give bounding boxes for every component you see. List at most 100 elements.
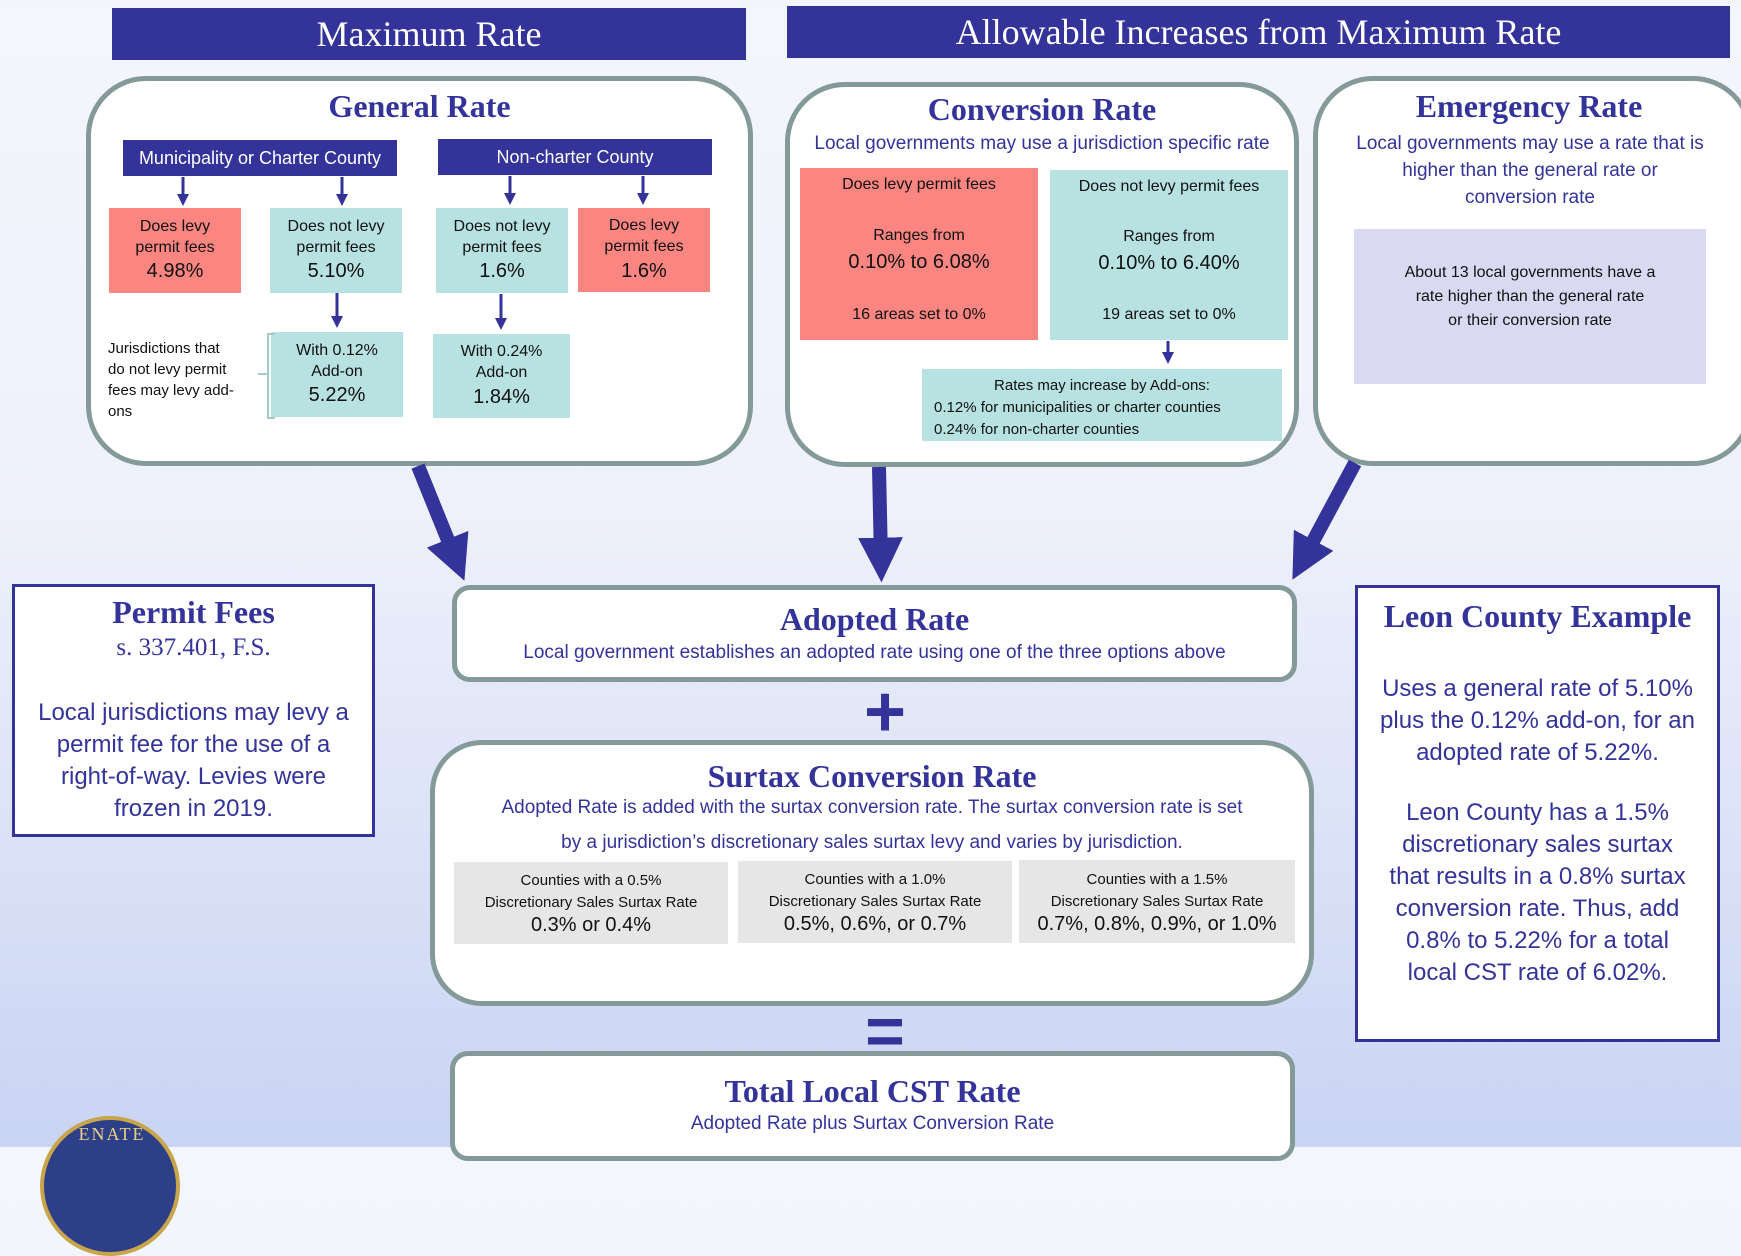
general-rate-title: General Rate: [328, 88, 511, 124]
adopted-rate-subtitle: Local government establishes an adopted …: [523, 642, 1226, 663]
cell-header: Does levy permit fees: [842, 176, 996, 193]
leon-county-para2: Leon County has a 1.5% discretionary sal…: [1355, 797, 1720, 989]
total-cst-subtitle: Adopted Rate plus Surtax Conversion Rate: [690, 1113, 1055, 1134]
cell-values: 0.7%, 0.8%, 0.9%, or 1.0%: [1037, 912, 1277, 935]
noncharter-header: Non-charter County: [438, 139, 712, 175]
cell-rate: 1.6%: [621, 259, 667, 282]
para-line: conversion rate. Thus, add: [1395, 895, 1680, 922]
surtax-cell-15: Counties with a 1.5% Discretionary Sales…: [1019, 860, 1295, 943]
cell-line: Discretionary Sales Surtax Rate: [1050, 892, 1264, 910]
cell-range: Ranges from 0.10% to 6.40%: [1098, 226, 1239, 276]
conversion-rate-subtitle: Local governments may use a jurisdiction…: [814, 133, 1270, 154]
cell-rate: 1.6%: [479, 260, 525, 283]
maximum-rate-banner: Maximum Rate: [112, 8, 746, 60]
emergency-note-cell: About 13 local governments have a rate h…: [1354, 229, 1706, 384]
permit-fees-title: Permit Fees: [112, 594, 275, 630]
para-line: Leon County has a 1.5%: [1406, 799, 1669, 826]
conversion-nolevy-cell: Does not levy permit fees Ranges from 0.…: [1050, 170, 1288, 340]
big-arrow-general: [411, 463, 469, 581]
noncharter-levy-cell: Does levy permit fees 1.6%: [578, 208, 710, 292]
municipality-header: Municipality or Charter County: [123, 140, 397, 176]
cell-line: With 0.12%: [296, 341, 378, 359]
addons-line: 0.12% for municipalities or charter coun…: [934, 399, 1221, 416]
surtax-cell-10: Counties with a 1.0% Discretionary Sales…: [738, 861, 1012, 943]
body-line: permit fee for the use of a: [56, 731, 331, 758]
noncharter-addon-cell: With 0.24% Add-on 1.84%: [433, 334, 570, 418]
para-line: adopted rate of 5.22%.: [1416, 739, 1659, 766]
allowable-increases-banner: Allowable Increases from Maximum Rate: [787, 6, 1730, 58]
para-line: discretionary sales surtax: [1402, 831, 1673, 858]
para-line: 0.8% to 5.22% for a total: [1406, 927, 1669, 954]
addons-line: 0.24% for non-charter counties: [934, 421, 1140, 438]
note-line: or their conversion rate: [1448, 312, 1612, 329]
cell-header: Does not levy permit fees: [1078, 178, 1260, 195]
note-line: rate higher than the general rate: [1415, 288, 1645, 305]
total-cst-title: Total Local CST Rate: [724, 1073, 1021, 1109]
note-line: ons: [108, 403, 133, 420]
range-value: 0.10% to 6.40%: [1098, 251, 1240, 274]
cell-line: Does not levy: [287, 217, 385, 235]
cell-line: permit fees: [296, 238, 376, 256]
permit-fees-box: [12, 584, 375, 837]
cell-line: Discretionary Sales Surtax Rate: [484, 894, 698, 911]
cell-values: 0.3% or 0.4%: [530, 914, 652, 936]
addons-heading: Rates may increase by Add-ons:: [994, 377, 1210, 394]
cell-values: 0.5%, 0.6%, or 0.7%: [783, 913, 967, 935]
muni-levy-cell: Does levy permit fees 4.98%: [109, 208, 241, 293]
conversion-rate-title: Conversion Rate: [927, 91, 1157, 127]
adopted-rate-box: [452, 585, 1297, 682]
para-line: that results in a 0.8% surtax: [1389, 863, 1686, 890]
range-label: Ranges from: [873, 227, 965, 245]
permit-fees-statute: s. 337.401, F.S.: [116, 634, 271, 661]
muni-addon-cell: With 0.12% Add-on 5.22%: [271, 332, 403, 417]
body-line: right-of-way. Levies were: [61, 763, 326, 790]
note-line: do not levy permit: [108, 361, 227, 378]
cell-line: Does levy: [608, 217, 680, 235]
leon-county-title: Leon County Example: [1383, 598, 1692, 634]
note-line: Jurisdictions that: [108, 340, 220, 357]
para-line: Uses a general rate of 5.10%: [1382, 675, 1693, 702]
cell-rate: 5.22%: [308, 384, 366, 407]
connector-arrows: [177, 176, 1362, 583]
surtax-conversion-line1: Adopted Rate is added with the surtax co…: [501, 797, 1243, 818]
cell-zero-count: 19 areas set to 0%: [1102, 306, 1236, 324]
cell-rate: 1.84%: [473, 385, 530, 408]
cell-line: permit fees: [604, 238, 684, 255]
big-arrow-emergency: [1292, 459, 1362, 580]
muni-nolevy-cell: Does not levy permit fees 5.10%: [270, 208, 402, 293]
senate-seal-text: ENATE: [78, 1124, 146, 1144]
emergency-rate-title: Emergency Rate: [1415, 88, 1643, 124]
leon-county-box: [1355, 585, 1720, 1042]
range-value: 0.10% to 6.08%: [848, 250, 990, 273]
cell-rate: 5.10%: [307, 260, 365, 283]
cell-rate: 4.98%: [146, 260, 204, 283]
big-arrow-conversion: [858, 466, 903, 583]
permit-fees-body: Local jurisdictions may levy a permit fe…: [12, 697, 375, 825]
cell-line: Counties with a 1.5%: [1086, 870, 1228, 888]
addon-note: Jurisdictions that do not levy permit fe…: [108, 338, 258, 422]
para-line: plus the 0.12% add-on, for an: [1380, 707, 1695, 734]
subtitle-line: conversion rate: [1465, 187, 1595, 208]
cell-zero-count: 16 areas set to 0%: [852, 306, 986, 324]
note-line: About 13 local governments have a: [1404, 264, 1656, 281]
cell-line: Discretionary Sales Surtax Rate: [768, 893, 982, 910]
range-label: Ranges from: [1123, 228, 1215, 246]
cell-line: permit fees: [462, 238, 542, 256]
leon-county-para1: Uses a general rate of 5.10% plus the 0.…: [1355, 673, 1720, 769]
noncharter-nolevy-cell: Does not levy permit fees 1.6%: [436, 208, 568, 293]
cell-line: Add-on: [311, 362, 363, 380]
plus-operator: +: [863, 672, 907, 752]
conversion-levy-cell: Does levy permit fees Ranges from 0.10% …: [800, 168, 1038, 340]
cell-range: Ranges from 0.10% to 6.08%: [848, 225, 989, 275]
surtax-conversion-title: Surtax Conversion Rate: [707, 758, 1037, 794]
cell-line: Counties with a 1.0%: [804, 871, 946, 888]
cell-line: Does levy: [139, 217, 211, 235]
cell-line: With 0.24%: [460, 343, 543, 361]
note-line: fees may levy add-: [108, 382, 234, 399]
subtitle-line: higher than the general rate or: [1402, 160, 1658, 181]
body-line: Local jurisdictions may levy a: [38, 699, 349, 726]
note-bracket: [258, 333, 275, 419]
conversion-addons-cell: Rates may increase by Add-ons: 0.12% for…: [922, 369, 1282, 441]
body-line: frozen in 2019.: [114, 795, 273, 822]
surtax-cell-05: Counties with a 0.5% Discretionary Sales…: [454, 862, 728, 944]
